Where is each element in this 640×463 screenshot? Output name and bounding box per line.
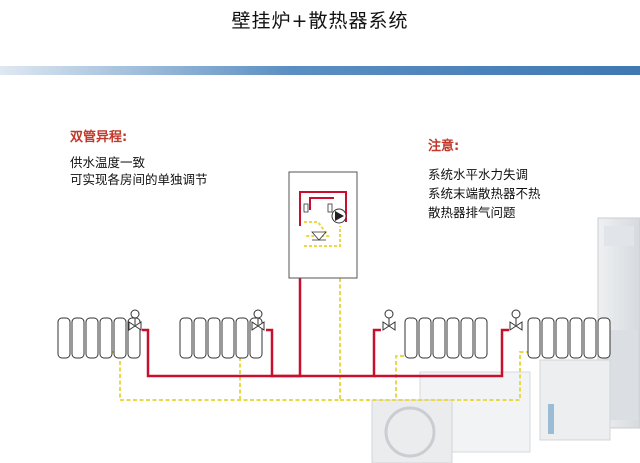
valve-icon — [251, 309, 265, 331]
supply-pipes — [142, 226, 509, 378]
radiator-icon — [57, 317, 141, 359]
right-note-heading: 注意: — [428, 139, 460, 154]
valve-icon — [382, 309, 396, 331]
heat-pump-unit-icon — [371, 217, 640, 463]
left-note-line-2: 可实现各房间的单独调节 — [70, 172, 208, 187]
pump-icon — [331, 208, 347, 224]
valve-icon — [128, 309, 142, 331]
right-note-line-2: 系统末端散热器不热 — [428, 186, 541, 201]
left-note-line-1: 供水温度一致 — [70, 155, 146, 170]
radiators — [57, 317, 611, 359]
page-title: 壁挂炉+散热器系统 — [231, 10, 409, 32]
valve-icon — [509, 309, 523, 331]
header-divider-bar — [0, 66, 640, 75]
boiler-icon — [288, 171, 358, 279]
right-note-line-1: 系统水平水力失调 — [428, 167, 529, 182]
left-note-heading: 双管异程: — [70, 130, 128, 145]
right-note-line-3: 散热器排气问题 — [428, 205, 516, 220]
radiator-icon — [527, 317, 611, 359]
radiator-icon — [179, 317, 263, 359]
radiator-icon — [404, 317, 488, 359]
valves — [128, 309, 523, 331]
